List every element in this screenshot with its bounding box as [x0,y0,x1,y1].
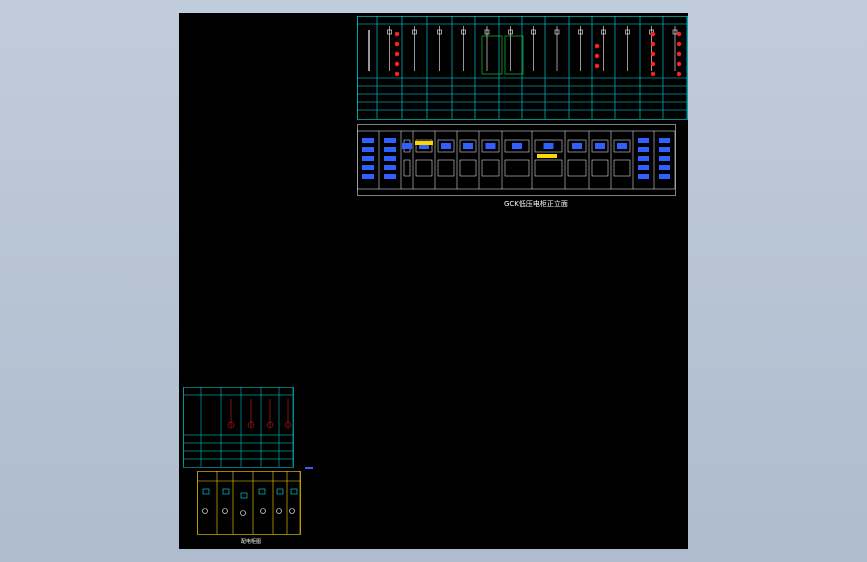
single-line-diagram [357,16,688,120]
small-front-elevation [197,471,301,535]
front-elevation-title: GCK低压电柜正立面 [504,200,568,208]
drawing-sheet[interactable]: GCK低压电柜正立面 配电柜图 [179,13,688,549]
front-elevation-diagram [357,124,676,196]
small-panel-title: 配电柜图 [241,539,262,545]
small-single-line-diagram [183,387,313,469]
